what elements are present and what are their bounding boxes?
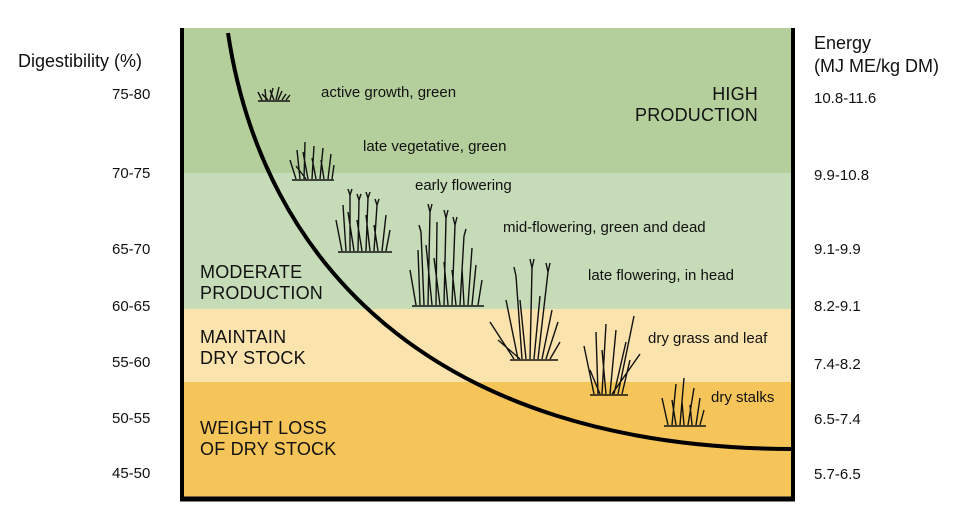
right-axis-tick: 7.4-8.2 — [814, 356, 861, 373]
zone-maintain-line2: DRY STOCK — [200, 348, 306, 368]
right-axis-tick: 5.7-6.5 — [814, 466, 861, 483]
zone-moderate-line2: PRODUCTION — [200, 283, 323, 303]
stage-label-dry-grass: dry grass and leaf — [648, 330, 768, 347]
stage-label-dry-stalks: dry stalks — [711, 389, 775, 406]
decline-curve — [226, 32, 793, 451]
left-axis-tick: 65-70 — [112, 241, 151, 258]
zone-weight-loss-bg — [184, 382, 792, 498]
grass-icon-late-vegetative — [289, 141, 335, 181]
zone-high-production-label: HIGH PRODUCTION — [622, 84, 758, 126]
left-axis-tick: 50-55 — [112, 410, 151, 427]
left-axis-tick: 45-50 — [112, 465, 151, 482]
stage-label-late-vegetative: late vegetative, green — [363, 138, 507, 155]
right-axis-title-line1: Energy — [814, 33, 872, 53]
stage-label-early-flowering: early flowering — [415, 177, 512, 194]
zone-moderate-line1: MODERATE — [200, 262, 303, 282]
left-axis-tick: 55-60 — [112, 354, 151, 371]
grass-icon-mid-flowering — [409, 203, 484, 307]
grass-icon-late-flowering — [489, 258, 561, 361]
left-axis-tick: 60-65 — [112, 298, 151, 315]
zone-moderate-production-bg — [184, 173, 792, 309]
zone-moderate-production-label: MODERATE PRODUCTION — [200, 262, 323, 304]
zone-loss-line1: WEIGHT LOSS — [200, 418, 327, 438]
left-axis-title: Digestibility (%) — [18, 51, 143, 71]
right-axis-tick: 9.9-10.8 — [814, 167, 870, 184]
grass-icon-active-growth — [257, 86, 291, 102]
right-axis-tick: 6.5-7.4 — [814, 411, 861, 428]
stage-label-active-growth: active growth, green — [321, 84, 457, 101]
stage-label-mid-flowering: mid-flowering, green and dead — [503, 219, 706, 236]
left-axis-tick: 75-80 — [112, 86, 151, 103]
zone-loss-line2: OF DRY STOCK — [200, 439, 337, 459]
grass-icon-dry-stalks — [661, 377, 706, 427]
zone-high-line1: HIGH — [712, 84, 758, 104]
zone-maintain-dry-stock-label: MAINTAIN DRY STOCK — [200, 327, 306, 369]
zone-high-line2: PRODUCTION — [635, 105, 758, 125]
grass-icon-early-flowering — [335, 188, 392, 253]
right-axis-tick: 10.8-11.6 — [814, 90, 877, 107]
right-axis-title-line2: (MJ ME/kg DM) — [814, 56, 939, 76]
zone-maintain-line1: MAINTAIN — [200, 327, 287, 347]
grass-icon-dry-grass — [583, 315, 641, 396]
zone-weight-loss-label: WEIGHT LOSS OF DRY STOCK — [200, 418, 336, 460]
right-axis-tick: 8.2-9.1 — [814, 298, 861, 315]
right-axis-tick: 9.1-9.9 — [814, 241, 861, 258]
stage-label-late-flowering: late flowering, in head — [588, 267, 734, 284]
left-axis-tick: 70-75 — [112, 165, 151, 182]
zone-maintain-dry-stock-bg — [184, 309, 792, 382]
